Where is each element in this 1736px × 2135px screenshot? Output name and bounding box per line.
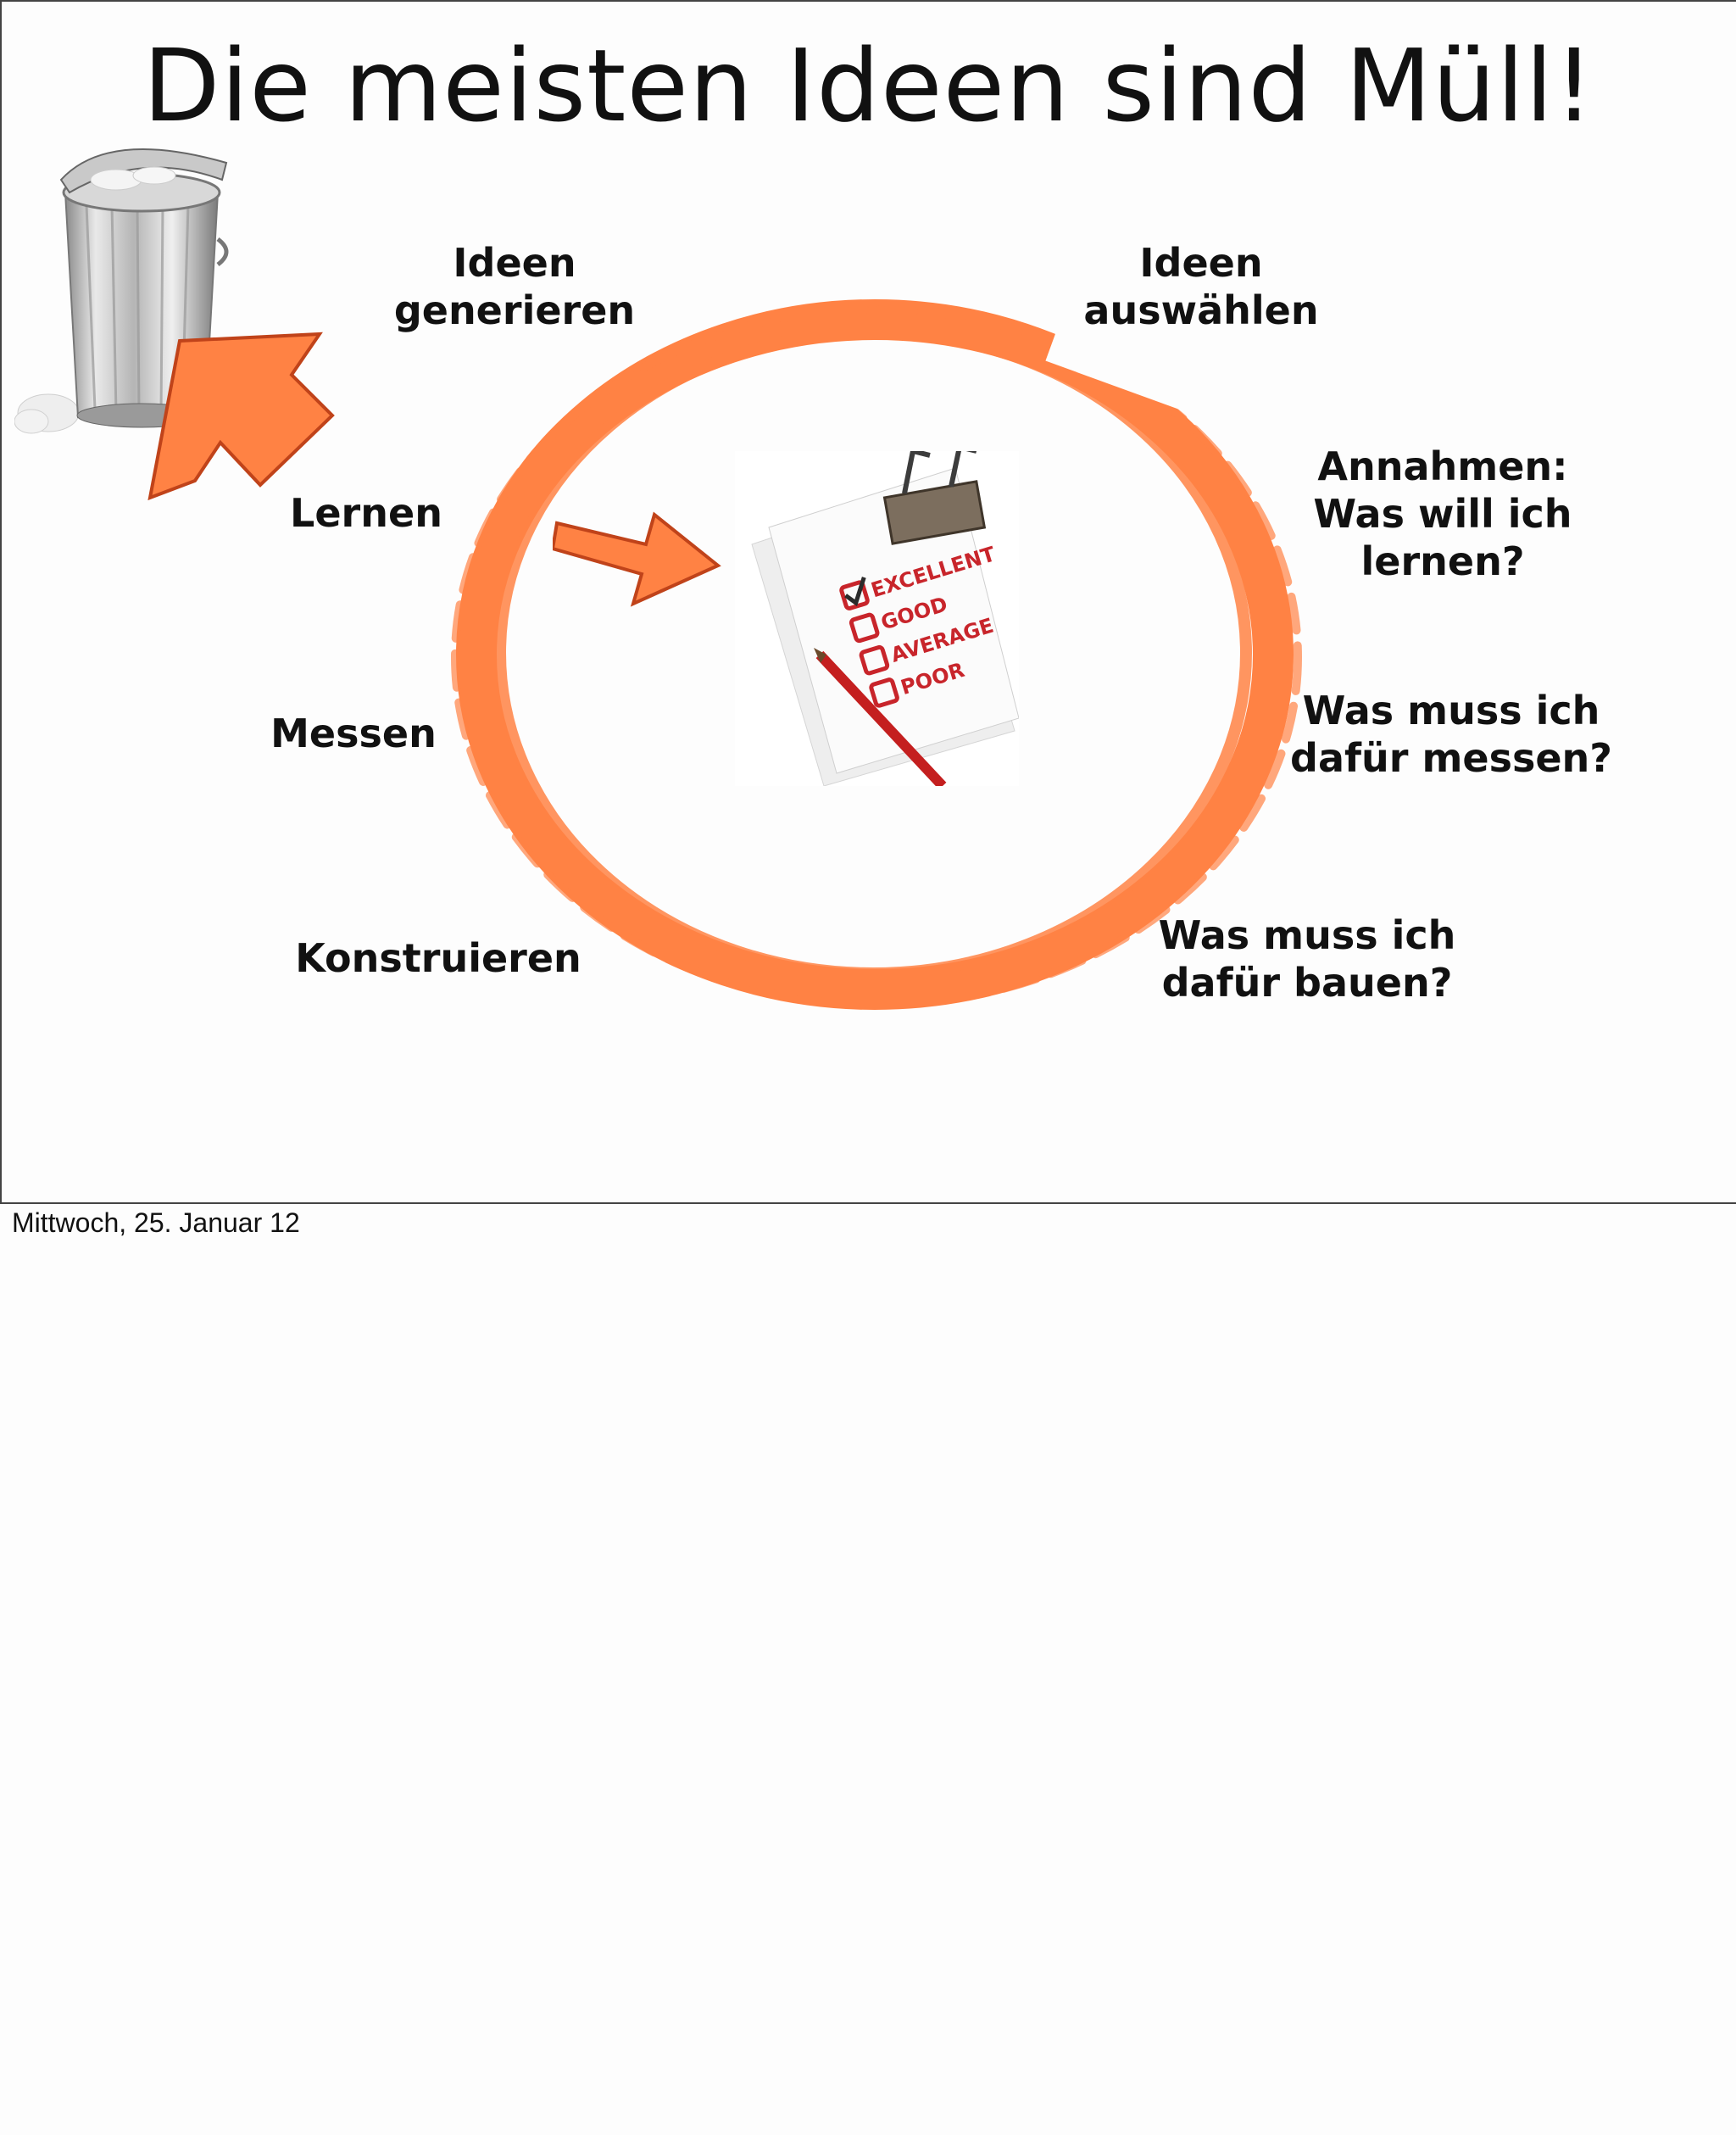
slide: Die meisten Ideen sind Müll! [0,0,1736,1204]
label-konstruieren: Konstruieren [295,935,581,981]
trash-can-icon [14,148,229,434]
pencil-icon [814,648,947,786]
question-bauen: Was muss ich dafür bauen? [1158,912,1456,1006]
arrow-icon [147,332,335,501]
label-ideen-generieren: Ideen generieren [393,240,636,333]
question-messen: Was muss ich dafür messen? [1290,688,1612,781]
cycle-ring [451,297,1302,1010]
checklist-clipboard-icon: EXCELLENT GOOD AVERAGE POOR [735,451,1019,786]
label-ideen-auswaehlen: Ideen auswählen [1083,240,1319,333]
question-annahmen: Annahmen: Was will ich lernen? [1313,443,1572,584]
label-messen: Messen [270,711,437,756]
footer-date: Mittwoch, 25. Januar 12 [12,1207,300,1238]
arrow-to-checklist-icon [553,511,721,607]
slide-title: Die meisten Ideen sind Müll! [142,27,1595,144]
label-lernen: Lernen [290,490,442,536]
